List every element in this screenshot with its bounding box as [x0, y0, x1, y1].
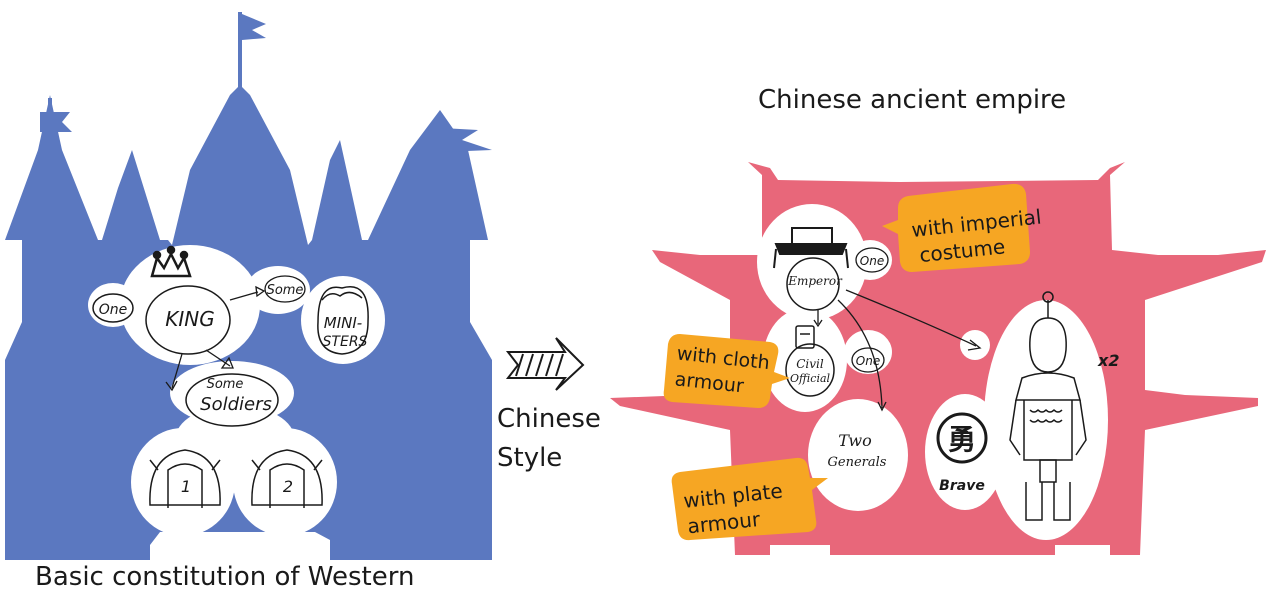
soldiers-label: Soldiers — [200, 394, 272, 415]
generals-label: Generals — [828, 455, 887, 470]
one-mid-label: One — [856, 354, 880, 368]
flag-icon — [242, 14, 266, 40]
one-top-label: One — [860, 254, 884, 268]
king-label: KING — [165, 307, 214, 331]
brave-label: Brave — [939, 478, 985, 494]
ministers-label-1: MINI- — [324, 314, 362, 332]
soldier-2-label: 2 — [283, 477, 293, 496]
soldier-1-label: 1 — [181, 477, 191, 496]
emperor-label: Emperor — [787, 274, 843, 288]
brave-char: 勇 — [948, 423, 976, 456]
style-label: Style — [497, 443, 562, 473]
flag-icon — [40, 112, 72, 132]
civil-label: Civil — [796, 357, 824, 371]
callout-imperial-costume: with imperial costume — [882, 184, 1042, 272]
times-two-label: x2 — [1097, 351, 1119, 370]
official-label: Official — [790, 372, 831, 385]
flag-icon — [442, 128, 492, 152]
some-ministers-label: Some — [267, 283, 304, 298]
left-caption: Basic constitution of Western — [35, 562, 414, 592]
western-castle: KING One Some MINI- STERS Some Soldiers … — [5, 12, 492, 560]
callout-plate-armour: with plate armour — [672, 458, 828, 540]
chinese-label: Chinese — [497, 404, 601, 434]
some-soldiers-label: Some — [207, 377, 244, 392]
right-title: Chinese ancient empire — [758, 85, 1066, 115]
ministers-label-2: STERS — [323, 334, 368, 350]
brave-badge-icon: 勇 — [938, 414, 986, 462]
two-label: Two — [838, 431, 871, 450]
one-label: One — [99, 302, 128, 318]
striped-arrow-icon — [508, 338, 583, 390]
